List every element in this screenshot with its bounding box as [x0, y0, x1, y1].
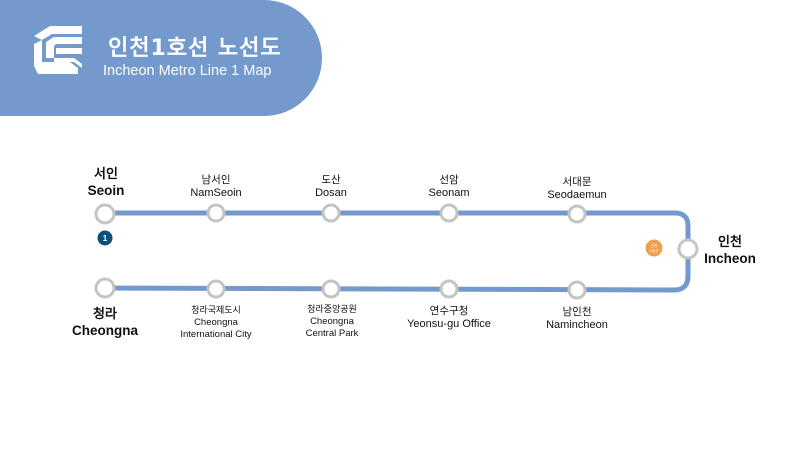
station-international-city-label: 청라국제도시 Cheongna International City	[180, 305, 251, 340]
station-name-en: Seoin	[87, 183, 125, 198]
station-seodaemun-marker[interactable]	[567, 204, 587, 224]
station-seonam-marker[interactable]	[439, 203, 459, 223]
station-dosan-label: 도산 Dosan	[315, 173, 347, 200]
svg-text:1: 1	[103, 234, 108, 243]
svg-text:2호선: 2호선	[650, 248, 659, 253]
station-international-city-marker[interactable]	[206, 279, 226, 299]
station-name-en: Cheongna	[72, 323, 138, 338]
station-incheon-label: 인천 Incheon	[704, 235, 756, 267]
station-name-en: Seodaemun	[547, 189, 607, 201]
line-1-track	[102, 210, 691, 293]
station-name-ko: 청라	[93, 307, 117, 322]
station-name-ko: 청라국제도시	[191, 306, 241, 316]
station-seodaemun-label: 서대문 Seodaemun	[547, 175, 606, 202]
station-name-en: Central Park	[305, 327, 359, 339]
incheon-metro-logo-icon	[34, 26, 82, 74]
page-title: 인천1호선 노선도	[108, 36, 282, 61]
line-number-badge: 1	[97, 230, 113, 246]
station-name-en: Yeonsu-gu Office	[407, 318, 491, 330]
station-namincheon-marker[interactable]	[567, 280, 587, 300]
station-name-en: Dosan	[315, 187, 347, 199]
header-banner: 인천1호선 노선도 Incheon Metro Line 1 Map	[0, 0, 322, 116]
station-name-en: NamSeoin	[190, 187, 242, 199]
station-dosan-marker[interactable]	[321, 203, 341, 223]
station-cheongna-marker[interactable]	[94, 277, 116, 299]
station-yeonsugu-office-label: 연수구청 Yeonsu-gu Office	[407, 304, 491, 331]
station-central-park-marker[interactable]	[321, 279, 341, 299]
station-seoin-marker[interactable]	[94, 203, 116, 225]
station-namseoin-label: 남서인 NamSeoin	[190, 173, 241, 200]
station-cheongna-label: 청라 Cheongna	[72, 307, 138, 339]
station-name-en: Cheongna	[310, 316, 354, 327]
station-name-ko: 연수구청	[429, 305, 469, 317]
page-subtitle: Incheon Metro Line 1 Map	[103, 63, 272, 79]
station-incheon-marker[interactable]	[677, 238, 699, 260]
station-name-en: International City	[180, 328, 252, 340]
station-name-ko: 서인	[94, 167, 118, 182]
station-name-ko: 선암	[439, 174, 459, 186]
station-name-ko: 남인천	[562, 306, 592, 318]
station-name-ko: 청라중앙공원	[307, 305, 357, 315]
transfer-line-2-badge: 인천 2호선	[645, 239, 663, 257]
station-name-ko: 인천	[718, 235, 742, 250]
svg-text:인천: 인천	[651, 243, 657, 248]
station-name-ko: 서대문	[562, 176, 592, 188]
station-name-ko: 남서인	[201, 174, 231, 186]
station-name-en: Namincheon	[546, 319, 608, 331]
station-central-park-label: 청라중앙공원 Cheongna Central Park	[306, 304, 359, 339]
station-namincheon-label: 남인천 Namincheon	[546, 305, 608, 332]
station-name-en: Seonam	[428, 187, 470, 199]
station-seonam-label: 선암 Seonam	[429, 173, 470, 200]
station-name-en: Cheongna	[194, 317, 238, 328]
station-name-en: Incheon	[704, 251, 756, 266]
station-yeonsugu-office-marker[interactable]	[439, 279, 459, 299]
station-namseoin-marker[interactable]	[206, 203, 226, 223]
station-seoin-label: 서인 Seoin	[88, 167, 125, 199]
station-name-ko: 도산	[321, 174, 341, 186]
